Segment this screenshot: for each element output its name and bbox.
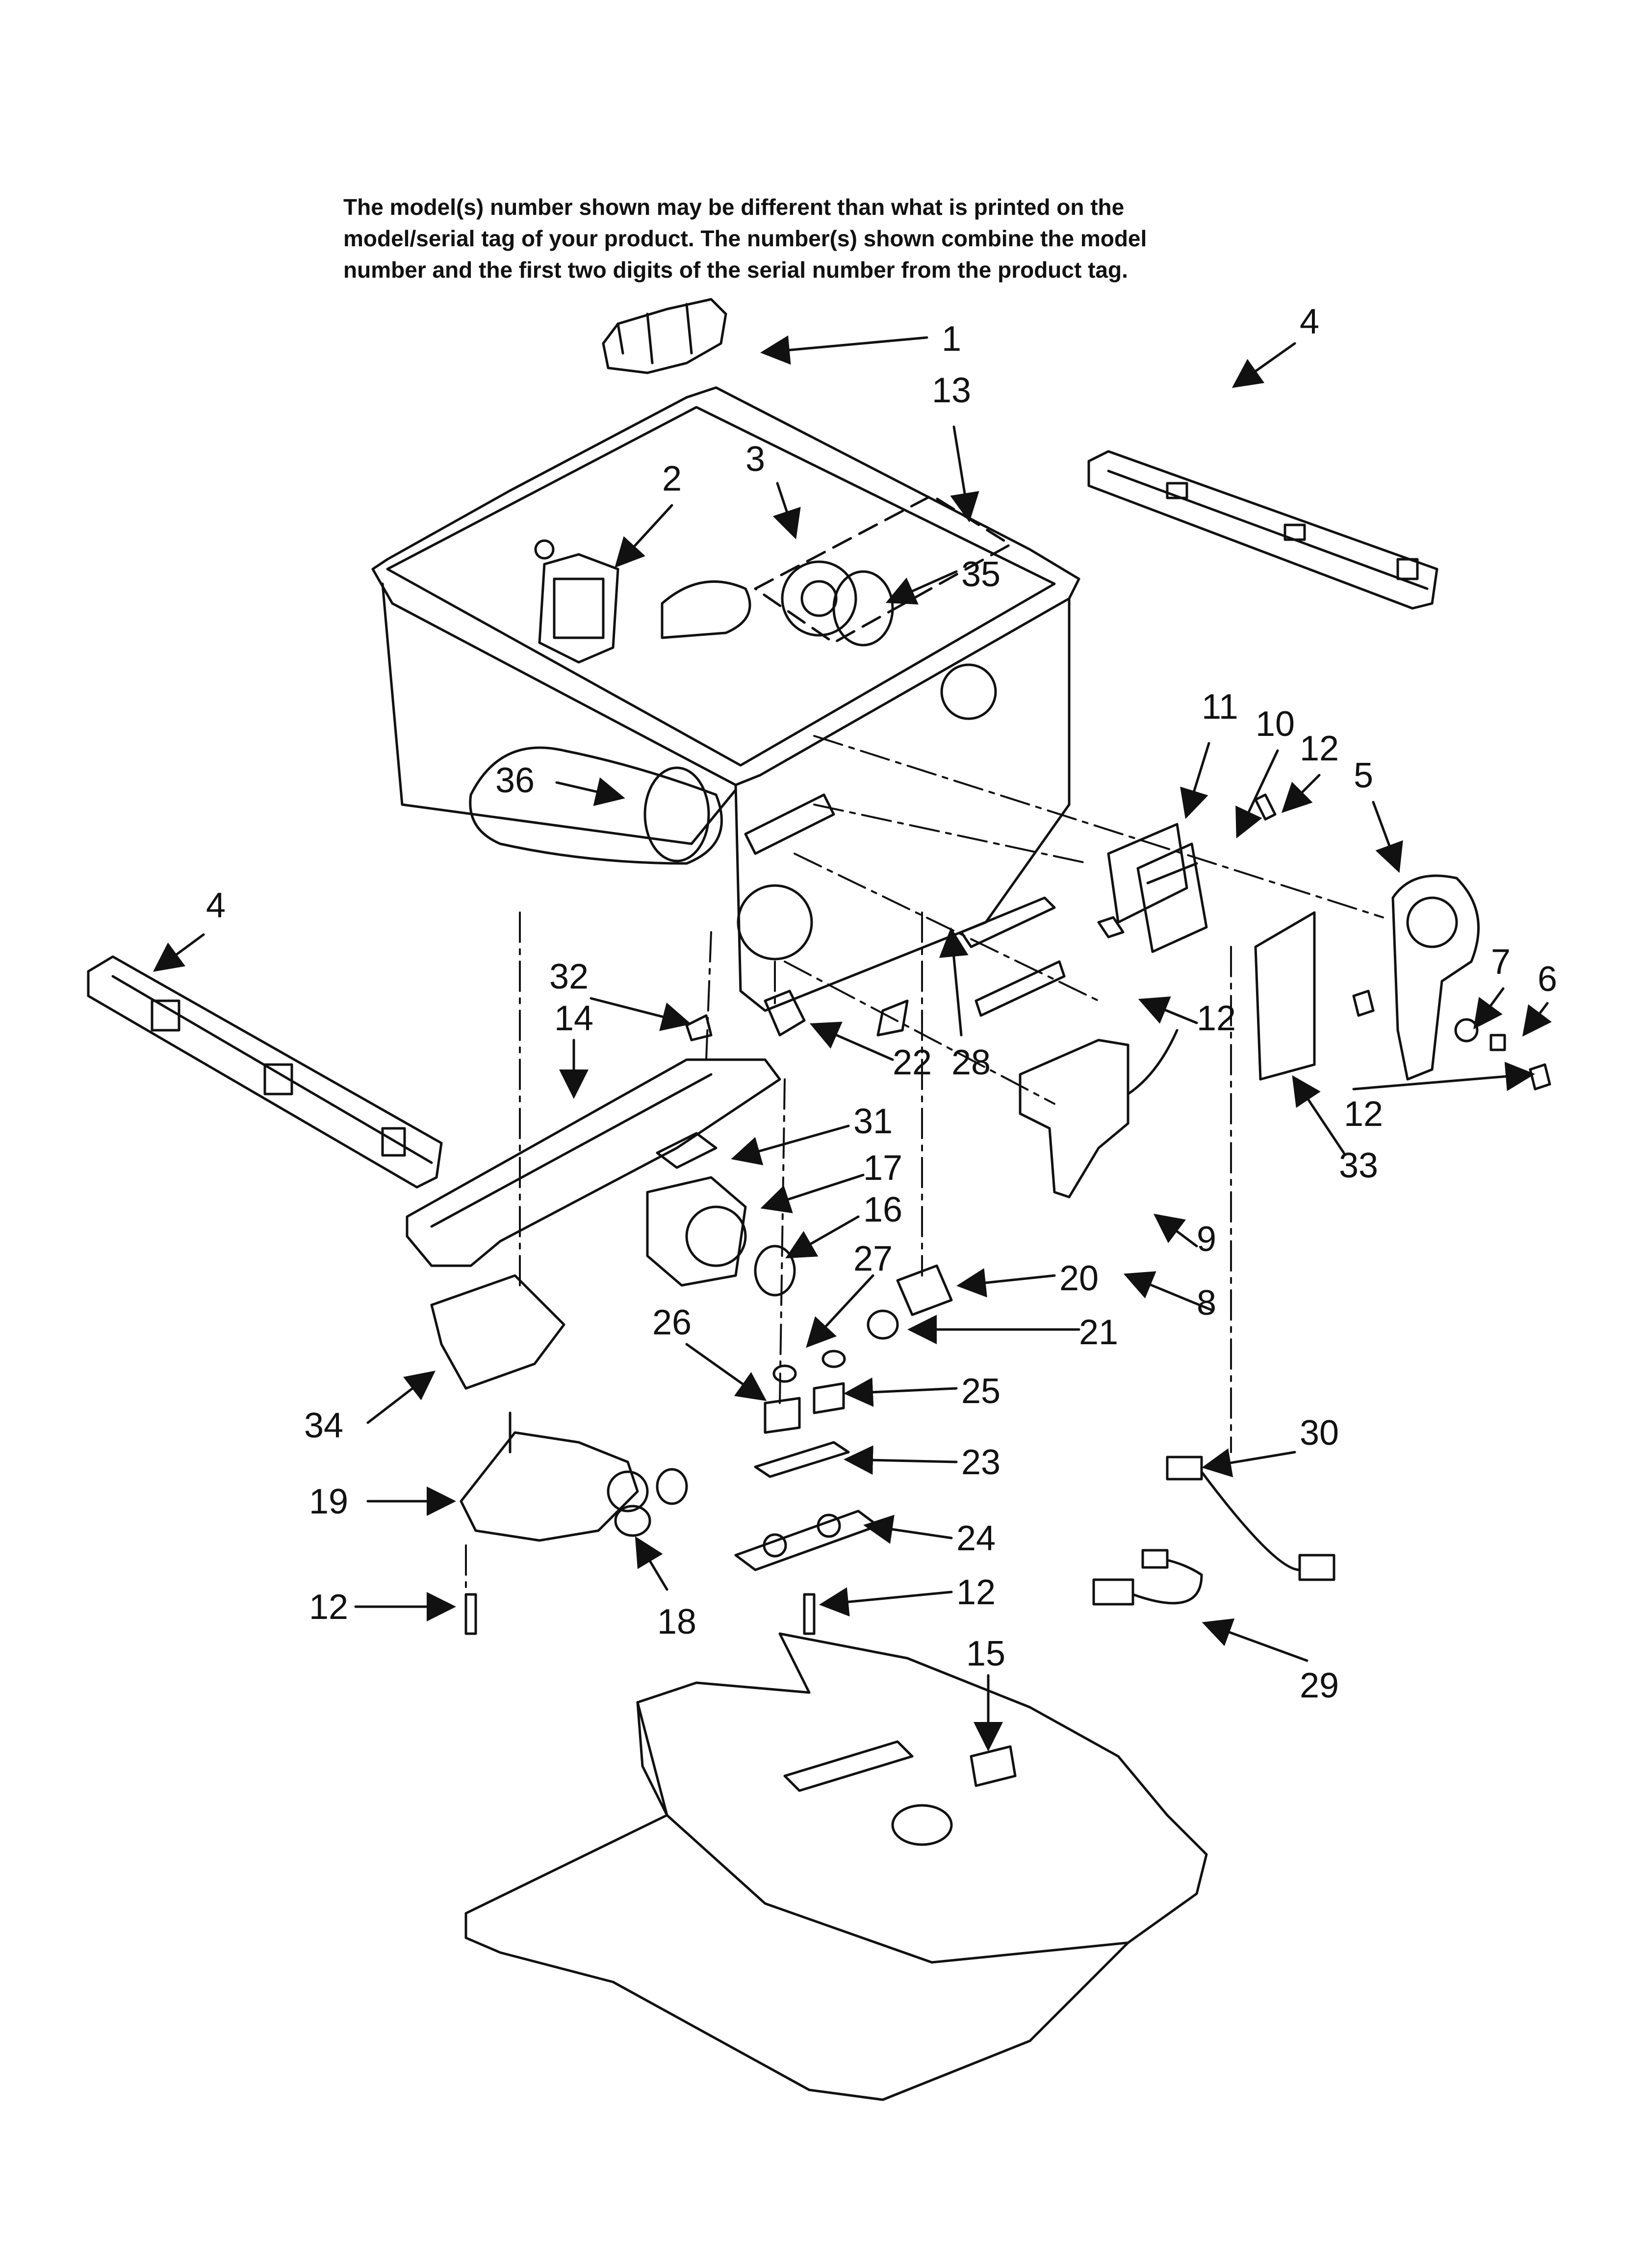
callout-36: 36 xyxy=(495,761,535,800)
part-35-gasket xyxy=(832,570,894,647)
callout-4-left-rail: 4 xyxy=(206,886,226,925)
callout-30: 30 xyxy=(1300,1413,1339,1453)
part-34-shield xyxy=(430,1274,565,1390)
callout-13: 13 xyxy=(932,371,971,410)
part-9-wire xyxy=(1127,1029,1179,1095)
callout-10: 10 xyxy=(1256,704,1295,744)
callout-21: 21 xyxy=(1079,1313,1118,1352)
callout-9: 9 xyxy=(1197,1220,1216,1259)
callout-4-right-rail: 4 xyxy=(1300,302,1319,341)
callout-23: 23 xyxy=(961,1443,1001,1482)
callout-28: 28 xyxy=(951,1043,991,1082)
callout-27: 27 xyxy=(853,1239,893,1278)
callout-20: 20 xyxy=(1059,1259,1099,1298)
part-11-control-board xyxy=(1107,823,1188,924)
callout-11: 11 xyxy=(1202,687,1238,727)
callout-7: 7 xyxy=(1491,942,1511,982)
callout-2: 2 xyxy=(662,459,682,498)
callout-1: 1 xyxy=(942,319,961,359)
part-21-o-ring xyxy=(867,1309,899,1340)
part-15-base xyxy=(464,1632,1208,2101)
callout-5: 5 xyxy=(1354,756,1373,795)
callout-6: 6 xyxy=(1538,960,1557,999)
part-19-wash-pump xyxy=(460,1411,649,1542)
part-tub xyxy=(371,386,1080,1037)
part-7-bushing xyxy=(1454,1018,1479,1043)
callout-12-top: 12 xyxy=(1300,729,1339,768)
callout-3: 3 xyxy=(745,440,765,479)
part-23-bracket xyxy=(754,1441,850,1478)
part-17-drain-pump xyxy=(646,1176,747,1287)
part-30-harness xyxy=(1166,1456,1335,1581)
callout-29: 29 xyxy=(1300,1666,1339,1705)
part-24-heater-bracket xyxy=(734,1510,879,1571)
callout-26: 26 xyxy=(652,1303,692,1342)
part-4-rail-right xyxy=(1087,450,1438,610)
part-28-brackets xyxy=(960,896,1066,1017)
callout-15: 15 xyxy=(966,1634,1005,1673)
part-27-o-rings xyxy=(772,1350,846,1383)
callout-32: 32 xyxy=(549,957,589,996)
callout-16: 16 xyxy=(863,1190,902,1229)
part-26-thermostat xyxy=(764,1397,801,1434)
part-36-duct-gasket xyxy=(469,746,723,865)
part-31-pad xyxy=(656,1132,718,1169)
notice-line-3: number and the first two digits of the s… xyxy=(343,257,1128,283)
part-29-harness xyxy=(1092,1549,1203,1606)
callout-35: 35 xyxy=(961,555,1001,594)
guide-lines xyxy=(465,735,1384,1595)
part-22-connector xyxy=(764,990,806,1037)
leader-arrows xyxy=(153,335,1552,1751)
part-6-clip xyxy=(1489,1034,1506,1051)
callout-12-middle: 12 xyxy=(1197,999,1236,1038)
part-10-control xyxy=(1136,842,1208,953)
callout-12-bottom-center: 12 xyxy=(956,1573,996,1612)
part-20-sensor xyxy=(896,1264,953,1316)
callout-12-bottom-left: 12 xyxy=(309,1588,348,1627)
model-number-notice: The model(s) number shown may be differe… xyxy=(343,191,1373,286)
part-25-thermostat xyxy=(813,1382,845,1414)
callout-25: 25 xyxy=(961,1372,1001,1411)
notice-line-2: model/serial tag of your product. The nu… xyxy=(343,226,1147,251)
part-16-clamp xyxy=(754,1245,796,1297)
callout-14: 14 xyxy=(554,999,593,1038)
callout-24: 24 xyxy=(956,1519,996,1558)
callout-22: 22 xyxy=(893,1043,932,1082)
part-32-clip xyxy=(685,1014,713,1042)
callout-labels: 1 13 4 2 3 35 36 11 10 12 5 4 32 14 22 2… xyxy=(206,302,1557,1705)
part-5-motor-housing xyxy=(1391,874,1480,1081)
callout-17: 17 xyxy=(863,1148,902,1188)
callout-31: 31 xyxy=(853,1102,893,1141)
part-33-bracket xyxy=(1254,911,1316,1081)
part-14-frame xyxy=(406,1058,781,1267)
part-18-clamps xyxy=(614,1468,688,1537)
part-4-rail-left xyxy=(87,955,443,1189)
callout-18: 18 xyxy=(657,1602,696,1642)
part-12-screws xyxy=(464,793,1551,1635)
callout-8: 8 xyxy=(1197,1283,1216,1323)
part-top-bracket xyxy=(602,298,727,374)
callout-12-right: 12 xyxy=(1344,1095,1383,1134)
part-2-dispenser xyxy=(538,553,619,664)
notice-line-1: The model(s) number shown may be differe… xyxy=(343,194,1125,220)
callout-33: 33 xyxy=(1339,1146,1378,1185)
part-8-housing xyxy=(1019,1039,1129,1199)
callout-34: 34 xyxy=(304,1406,343,1445)
part-3-fan-assembly xyxy=(754,494,1012,644)
callout-19: 19 xyxy=(309,1482,348,1521)
